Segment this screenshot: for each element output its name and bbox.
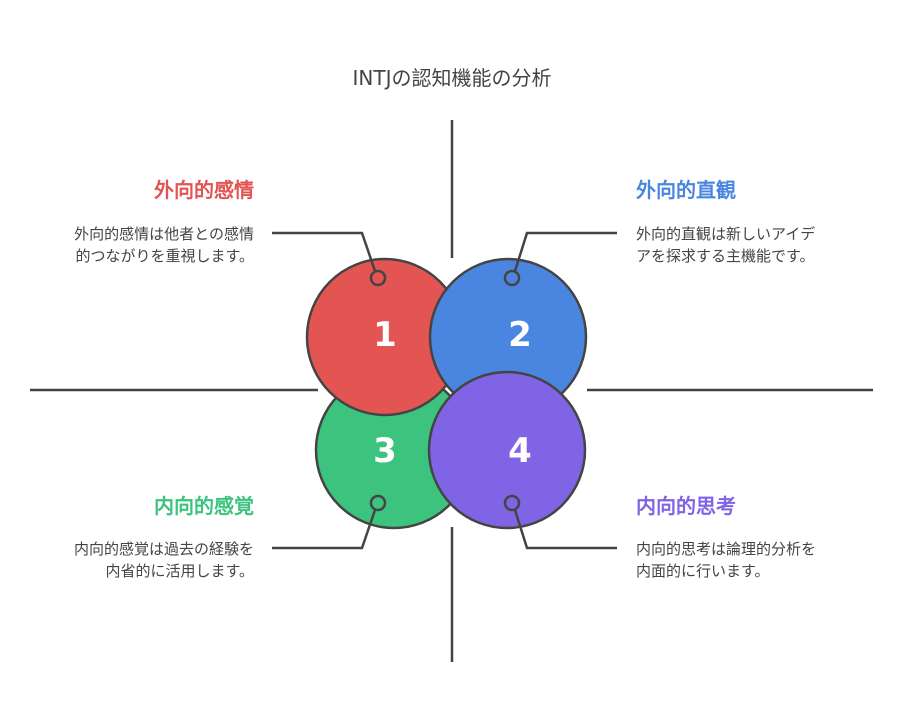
- description-4: 内向的思考は論理的分析を内面的に行います。: [636, 540, 817, 580]
- connectors: [272, 231, 617, 550]
- heading-1: 外向的感情: [154, 178, 254, 202]
- heading-4: 内向的思考: [636, 494, 736, 518]
- connector-dot-3: [369, 494, 387, 512]
- heading-2: 外向的直観: [636, 178, 736, 202]
- connector-dot-4: [503, 494, 521, 512]
- heading-3: 内向的感覚: [154, 494, 254, 518]
- number-3: 3: [373, 431, 397, 471]
- number-1: 1: [373, 315, 397, 355]
- axis-lines: [30, 120, 873, 662]
- description-1: 外向的感情は他者との感情的つながりを重視します。: [74, 225, 254, 265]
- connector-4: [513, 509, 617, 550]
- description-2: 外向的直観は新しいアイデアを探求する主機能です。: [636, 225, 816, 265]
- number-2: 2: [508, 315, 532, 355]
- connector-2: [513, 231, 617, 272]
- description-3: 内向的感覚は過去の経験を内省的に活用します。: [73, 540, 254, 580]
- connector-1: [272, 231, 377, 272]
- connector-dot-2: [503, 269, 521, 287]
- diagram-title: INTJの認知機能の分析: [352, 66, 552, 90]
- number-4: 4: [508, 431, 532, 471]
- circle-4: [427, 370, 587, 530]
- connector-3: [272, 509, 377, 550]
- connector-dot-1: [369, 269, 387, 287]
